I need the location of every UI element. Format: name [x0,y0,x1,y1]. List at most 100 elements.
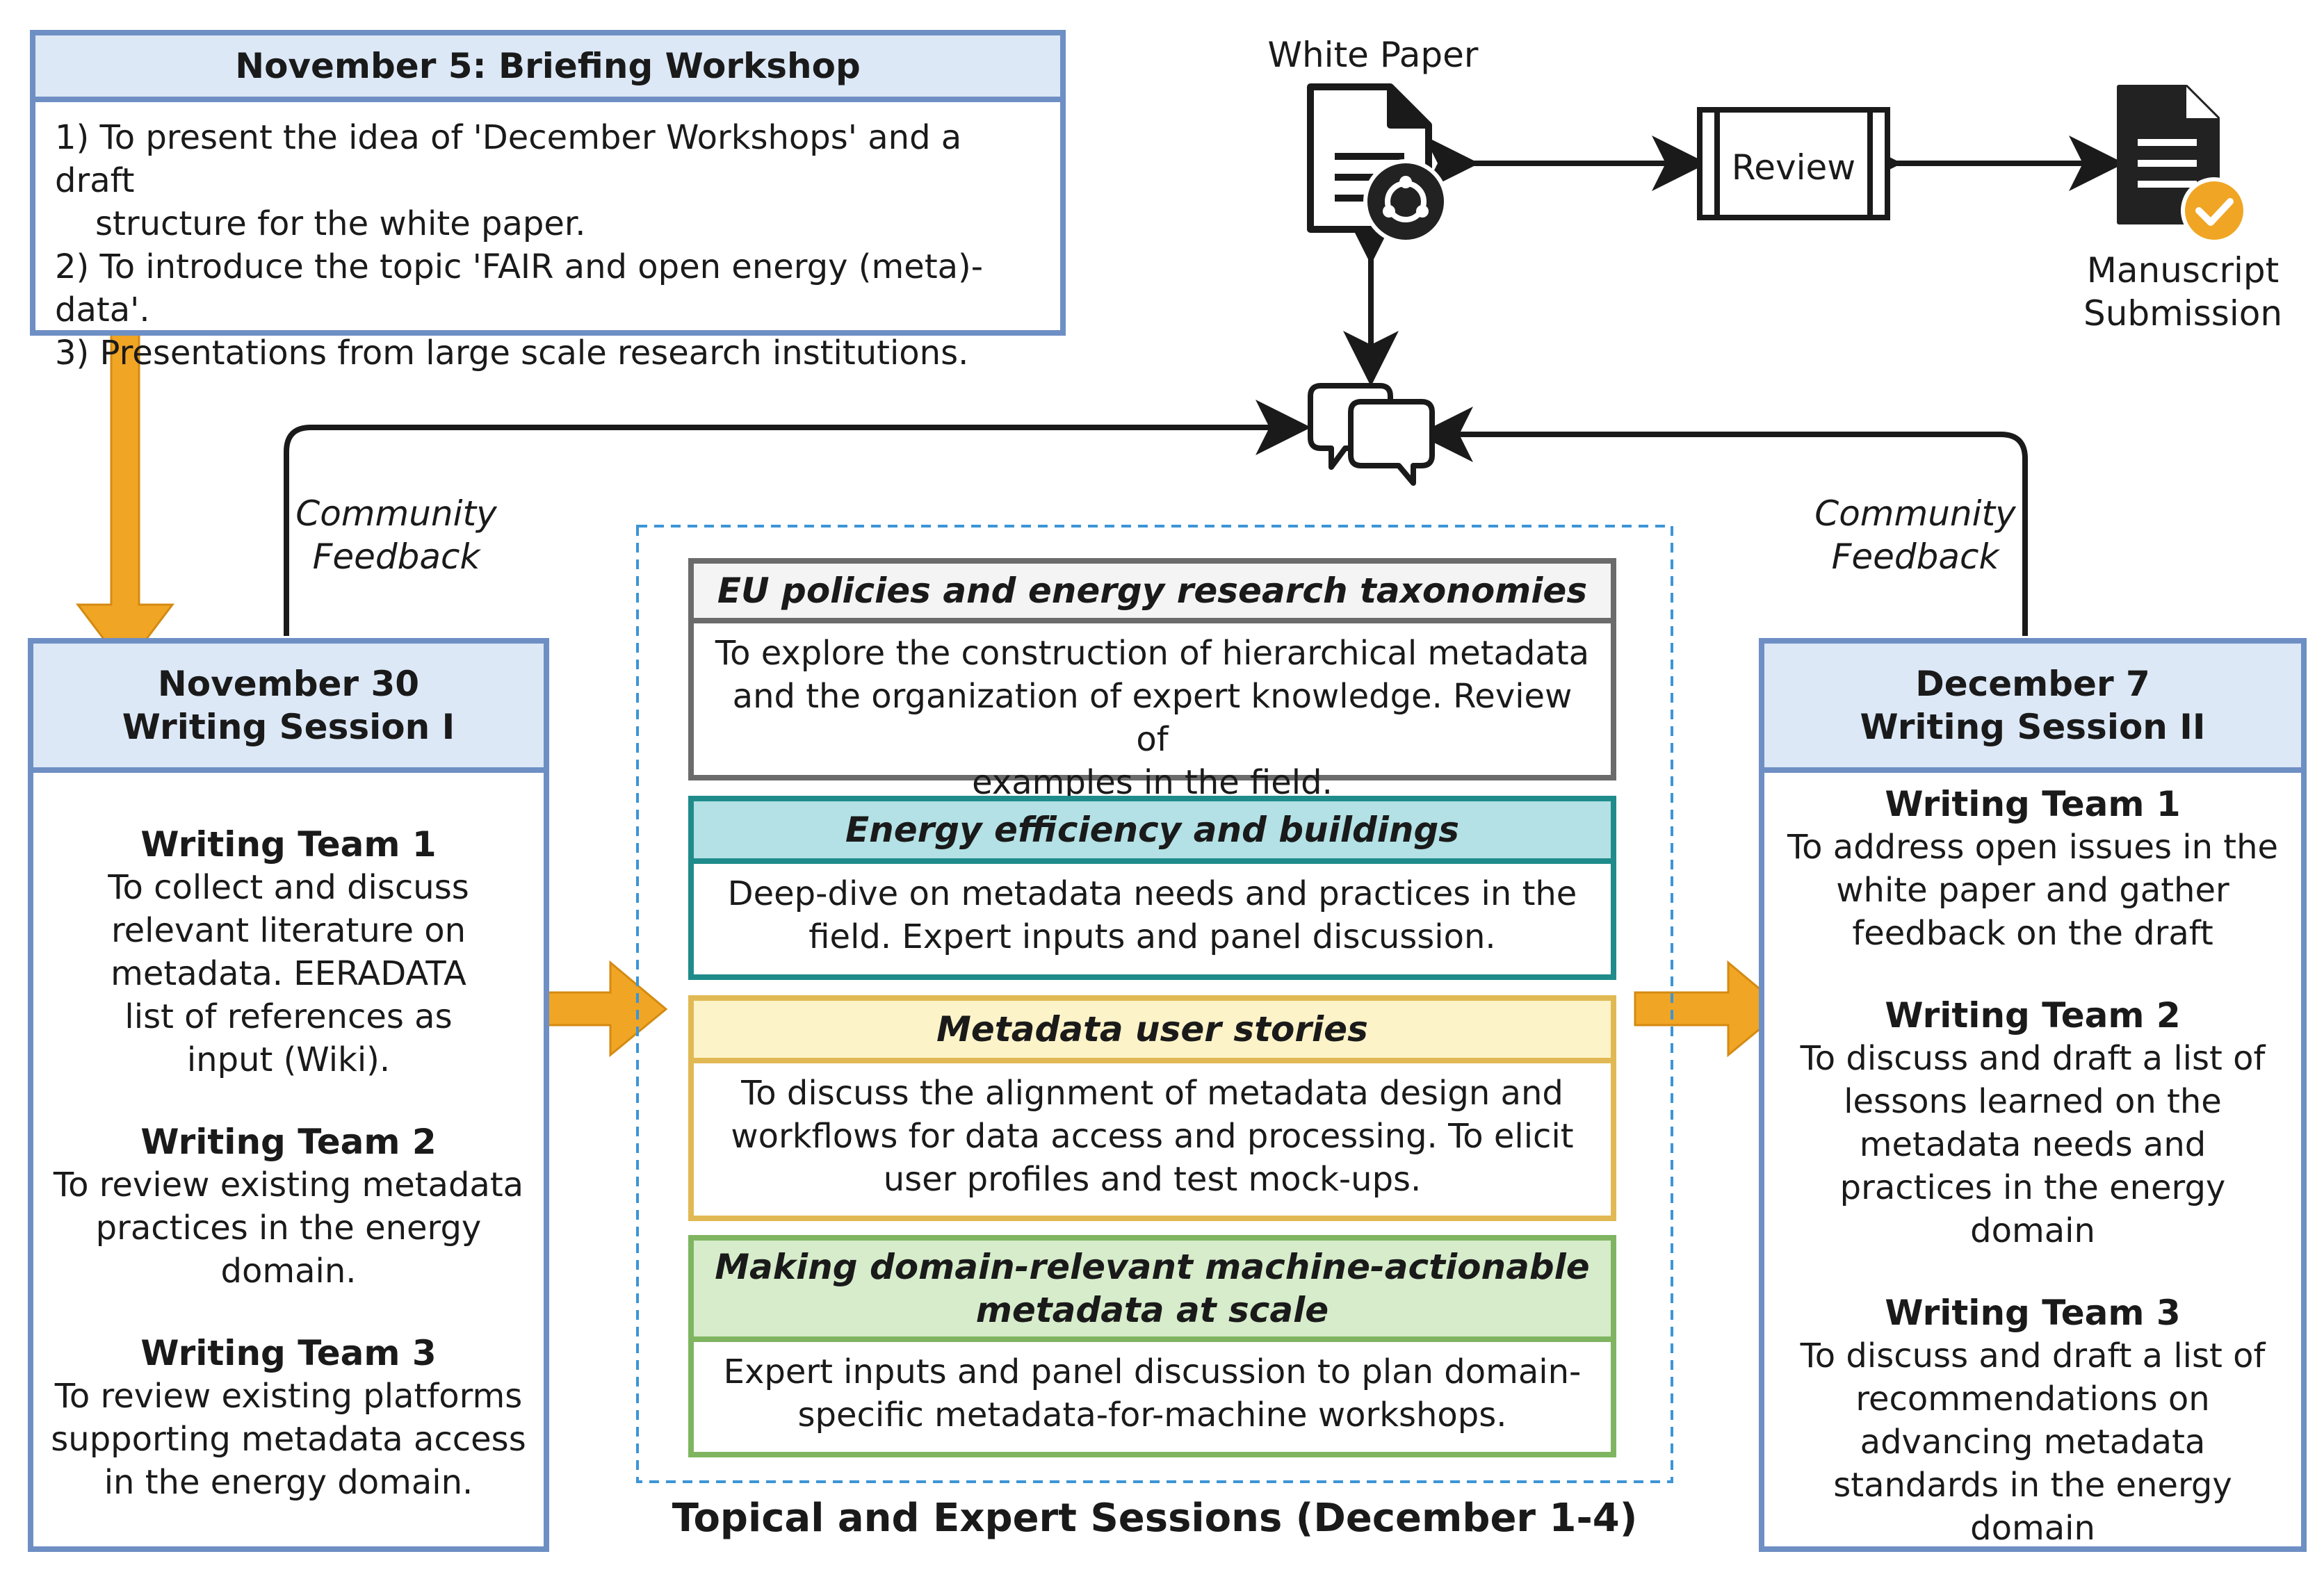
team-line: input (Wiki). [186,1040,391,1079]
topic-header: EU policies and energy research taxonomi… [694,564,1611,623]
manuscript-label-line: Submission [2083,293,2283,334]
team-block: Writing Team 2 To review existing metada… [33,1120,544,1293]
briefing-workshop-title: November 5: Briefing Workshop [235,46,861,86]
session-title: Writing Session I [122,707,455,747]
team-line: To review existing metadata [53,1166,524,1204]
team-line: supporting metadata access [51,1420,526,1459]
topic-line: specific metadata-for-machine workshops. [797,1396,1507,1434]
topic-line: field. Expert inputs and panel discussio… [808,917,1496,956]
team-block: Writing Team 3 To review existing platfo… [33,1332,544,1504]
team-name: Writing Team 1 [140,824,437,865]
team-name: Writing Team 2 [140,1122,437,1162]
team-line: domain [1970,1211,2095,1250]
topical-sessions-caption: Topical and Expert Sessions (December 1-… [672,1496,1638,1541]
writing-session-2-box: December 7 Writing Session II Writing Te… [1759,638,2307,1552]
team-line: domain [1970,1509,2095,1548]
topic-header: Energy efficiency and buildings [694,801,1611,864]
white-paper-label: White Paper [1267,35,1479,75]
topic-line: To discuss the alignment of metadata des… [741,1074,1563,1113]
briefing-workshop-box: November 5: Briefing Workshop 1) To pres… [30,30,1066,373]
briefing-item: structure for the white paper. [95,204,586,243]
manuscript-label-line: Manuscript [2086,250,2280,291]
topic-body: Expert inputs and panel discussion to pl… [694,1342,1611,1445]
feedback-line: Feedback [312,537,480,577]
team-name: Writing Team 2 [1885,995,2181,1036]
topic-line: Expert inputs and panel discussion to pl… [723,1352,1582,1391]
team-line: in the energy domain. [104,1463,473,1502]
team-block: Writing Team 1 To address open issues in… [1764,783,2301,955]
topic-line: and the organization of expert knowledge… [732,677,1573,759]
writing-session-1-teams: Writing Team 1 To collect and discuss re… [33,773,544,1504]
topic-title: metadata at scale [975,1290,1329,1330]
writing-session-1-header: November 30 Writing Session I [33,644,544,773]
team-block: Writing Team 1 To collect and discuss re… [33,823,544,1081]
feedback-connector-right [1417,407,2028,636]
topic-energy-efficiency: Energy efficiency and buildings Deep-div… [688,796,1616,980]
team-line: To address open issues in the [1787,828,2279,867]
team-block: Writing Team 2 To discuss and draft a li… [1764,994,2301,1252]
topic-body: To explore the construction of hierarchi… [694,623,1611,812]
team-name: Writing Team 1 [1885,784,2181,824]
writing-session-2-header: December 7 Writing Session II [1764,644,2301,773]
team-line: standards in the energy [1833,1466,2232,1505]
team-line: list of references as [124,997,453,1036]
briefing-item: 1) To present the idea of 'December Work… [55,118,962,200]
chat-bubbles-icon [1308,383,1435,486]
topic-line: Deep-dive on metadata needs and practice… [727,874,1577,913]
topic-line: workflows for data access and processing… [731,1117,1574,1156]
team-line: To review existing platforms [54,1377,523,1416]
feedback-line: Community [295,493,497,534]
writing-session-1-box: November 30 Writing Session I Writing Te… [28,638,549,1552]
team-line: To discuss and draft a list of [1800,1039,2266,1078]
team-line: relevant literature on [111,911,466,950]
topic-user-stories: Metadata user stories To discuss the ali… [688,995,1616,1221]
briefing-item: 3) Presentations from large scale resear… [55,334,969,373]
team-line: practices in the energy [95,1209,482,1248]
topic-header: Metadata user stories [694,1001,1611,1063]
feedback-connector-left [284,400,1311,636]
team-name: Writing Team 3 [1885,1293,2181,1333]
session-date: December 7 [1915,664,2150,704]
topic-eu-policies: EU policies and energy research taxonomi… [688,558,1616,802]
community-feedback-left: Community Feedback [292,492,501,578]
document-check-icon [2117,85,2248,244]
team-line: metadata needs and [1859,1125,2207,1164]
topic-title: EU policies and energy research taxonomi… [717,571,1588,611]
orange-arrow-down [75,308,175,669]
session-title: Writing Session II [1860,707,2206,747]
topic-line: examples in the field. [972,763,1333,802]
review-label: Review [1731,147,1856,188]
review-box [1697,107,1890,220]
topic-body: Deep-dive on metadata needs and practice… [694,864,1611,967]
session-date: November 30 [157,664,420,704]
topic-body: To discuss the alignment of metadata des… [694,1063,1611,1209]
team-line: feedback on the draft [1852,914,2213,953]
team-line: domain. [220,1252,357,1291]
orange-arrow-right-2 [1634,960,1786,1058]
topic-title: Energy efficiency and buildings [845,810,1460,850]
team-line: lessons learned on the [1844,1082,2222,1121]
briefing-workshop-list: 1) To present the idea of 'December Work… [35,102,1060,389]
team-line: metadata. EERADATA [111,954,466,993]
team-name: Writing Team 3 [140,1333,437,1373]
topic-line: user profiles and test mock-ups. [883,1160,1422,1199]
topic-header: Making domain-relevant machine-actionabl… [694,1241,1611,1342]
feedback-line: Community [1814,493,2016,534]
writing-session-2-teams: Writing Team 1 To address open issues in… [1764,773,2301,1550]
topic-machine-actionable: Making domain-relevant machine-actionabl… [688,1235,1616,1457]
team-block: Writing Team 3 To discuss and draft a li… [1764,1291,2301,1550]
topic-title: Metadata user stories [936,1009,1368,1049]
briefing-item: 2) To introduce the topic 'FAIR and open… [55,247,984,329]
topic-title: Making domain-relevant machine-actionabl… [715,1247,1590,1287]
topic-line: To explore the construction of hierarchi… [715,634,1590,673]
topical-sessions-container [636,525,1673,1483]
team-line: To discuss and draft a list of [1800,1336,2266,1375]
manuscript-submission-label: Manuscript Submission [2054,249,2311,335]
team-line: white paper and gather [1836,871,2229,910]
community-feedback-right: Community Feedback [1811,492,2020,578]
team-line: practices in the energy [1839,1168,2226,1207]
team-line: To collect and discuss [108,868,469,907]
team-line: recommendations on [1855,1380,2210,1418]
team-line: advancing metadata [1860,1423,2206,1462]
